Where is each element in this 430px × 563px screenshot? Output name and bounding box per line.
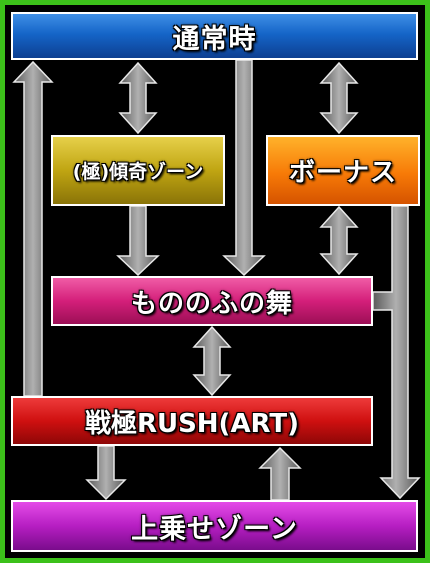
arrow-rush-to-normal bbox=[12, 60, 54, 397]
arrow-bonus-to-uwanose bbox=[372, 205, 421, 500]
node-bonus: ボーナス bbox=[266, 135, 420, 206]
node-normal: 通常時 bbox=[11, 12, 418, 60]
arrow-normal-bonus bbox=[319, 61, 359, 135]
arrow-normal-to-mono bbox=[222, 59, 266, 277]
arrow-mono-rush bbox=[192, 325, 232, 397]
node-mononofu-no-mai: もののふの舞 bbox=[51, 276, 373, 326]
node-mono-label: もののふの舞 bbox=[130, 288, 293, 319]
node-rush-label: 戦極RUSH(ART) bbox=[84, 408, 300, 439]
arrow-normal-kyoku bbox=[118, 61, 158, 135]
arrow-uwanose-to-rush bbox=[258, 446, 302, 501]
node-normal-label: 通常時 bbox=[172, 23, 257, 55]
node-bonus-label: ボーナス bbox=[288, 158, 397, 188]
arrow-bonus-mono bbox=[319, 205, 359, 276]
node-sengoku-rush: 戦極RUSH(ART) bbox=[11, 396, 373, 446]
node-kyoku-label: (極)傾奇ゾーン bbox=[72, 161, 204, 183]
node-kyoku-kabuki-zone: (極)傾奇ゾーン bbox=[51, 135, 225, 206]
arrow-rush-to-uwanose bbox=[85, 445, 127, 501]
node-uwanose-zone: 上乗せゾーン bbox=[11, 500, 418, 552]
node-uwanose-label: 上乗せゾーン bbox=[131, 513, 298, 545]
arrow-kyoku-to-mono bbox=[116, 205, 160, 277]
